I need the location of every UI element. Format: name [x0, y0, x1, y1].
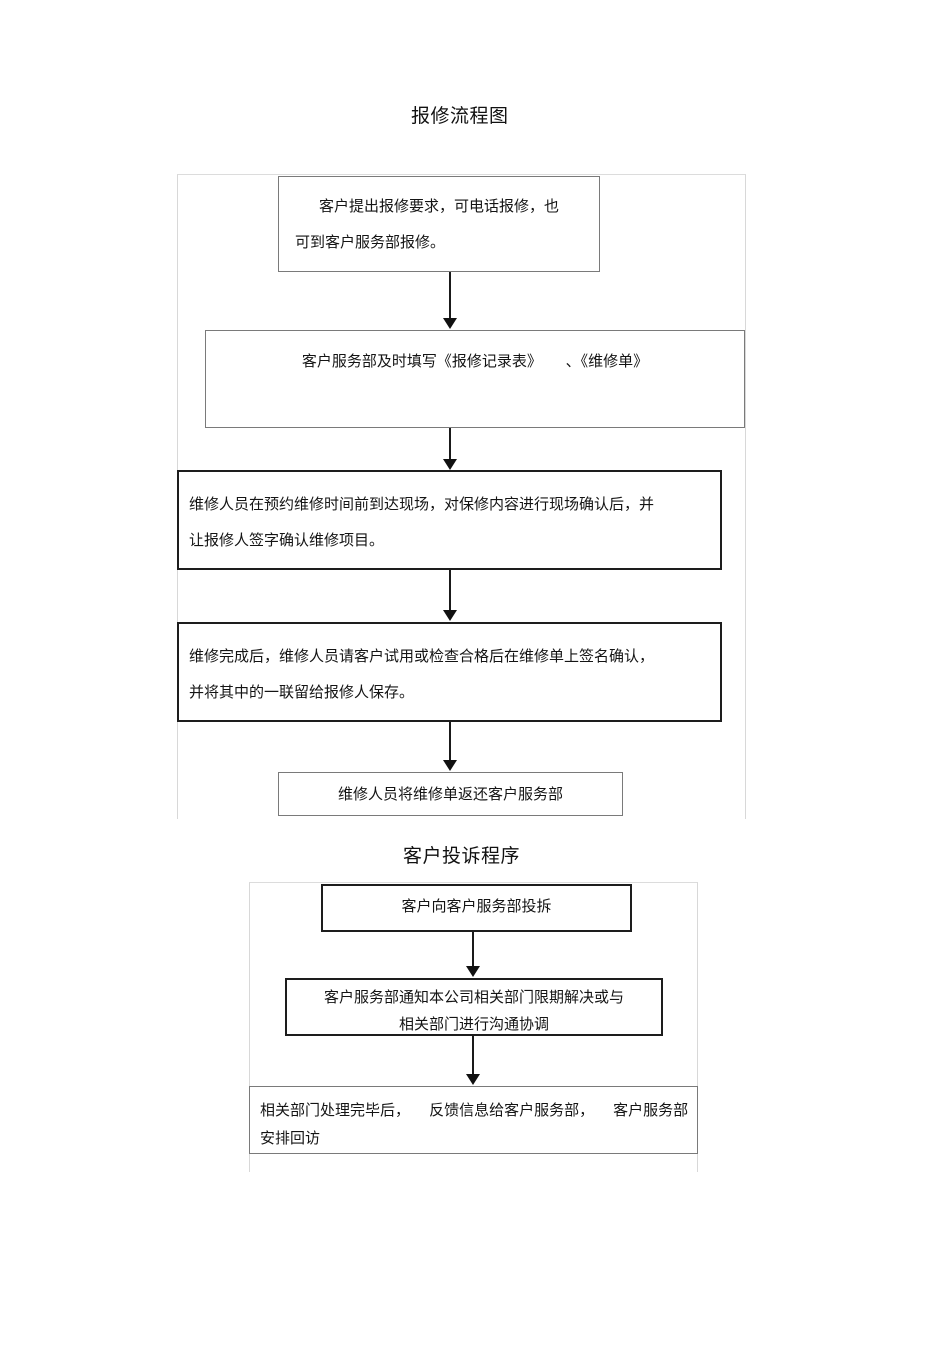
arrow-head-down-icon [443, 760, 457, 771]
flow-step-line: 安排回访 [260, 1129, 321, 1147]
complaint-flow-container [249, 882, 698, 1172]
flow-step-feedback-and-followup: 相关部门处理完毕后， 反馈信息给客户服务部， 客户服务部 安排回访 [249, 1086, 698, 1154]
flow-step-customer-signs-off: 维修完成后，维修人员请客户试用或检查合格后在维修单上签名确认， 并将其中的一联留… [177, 622, 722, 722]
arrow-stem [449, 722, 451, 761]
page-title-repair-flow: 报修流程图 [411, 105, 509, 127]
arrow-head-down-icon [443, 459, 457, 470]
flow-step-customer-submits-request: 客户提出报修要求，可电话报修，也 可到客户服务部报修。 [278, 176, 600, 272]
flow-step-line: 相关部门处理完毕后， 反馈信息给客户服务部， 客户服务部 [260, 1101, 689, 1119]
flow-step-line: 维修完成后，维修人员请客户试用或检查合格后在维修单上签名确认， [189, 647, 655, 665]
flow-step-customer-files-complaint: 客户向客户服务部投拆 [321, 884, 632, 932]
flow-step-line: 维修人员将维修单返还客户服务部 [337, 785, 563, 803]
flow-step-line: 客户服务部及时填写《报修记录表》 、《维修单》 [301, 352, 649, 370]
arrow-stem [472, 1036, 474, 1075]
arrow-stem [449, 428, 451, 460]
arrow-head-down-icon [443, 318, 457, 329]
arrow-stem [472, 932, 474, 967]
flow-step-return-work-order: 维修人员将维修单返还客户服务部 [278, 772, 623, 816]
arrow-head-down-icon [443, 610, 457, 621]
flow-step-line: 可到客户服务部报修。 [295, 233, 446, 251]
flow-step-line: 让报修人签字确认维修项目。 [189, 531, 385, 549]
flow-step-notify-related-departments: 客户服务部通知本公司相关部门限期解决或与 相关部门进行沟通协调 [285, 978, 663, 1036]
flow-step-line: 维修人员在预约维修时间前到达现场，对保修内容进行现场确认后，并 [189, 495, 655, 513]
flow-step-line: 客户向客户服务部投拆 [401, 897, 552, 915]
arrow-head-down-icon [466, 1074, 480, 1085]
flow-step-line: 客户提出报修要求，可电话报修，也 [319, 197, 560, 215]
flow-step-line: 客户服务部通知本公司相关部门限期解决或与 [323, 988, 624, 1006]
arrow-head-down-icon [466, 966, 480, 977]
page-title-complaint-flow: 客户投诉程序 [403, 845, 521, 867]
flow-step-technician-arrives-onsite: 维修人员在预约维修时间前到达现场，对保修内容进行现场确认后，并 让报修人签字确认… [177, 470, 722, 570]
flow-step-line: 相关部门进行沟通协调 [398, 1015, 549, 1033]
arrow-stem [449, 570, 451, 611]
arrow-stem [449, 272, 451, 319]
flow-step-line: 并将其中的一联留给报修人保存。 [189, 683, 415, 701]
flow-step-service-dept-fills-forms: 客户服务部及时填写《报修记录表》 、《维修单》 [205, 330, 745, 428]
